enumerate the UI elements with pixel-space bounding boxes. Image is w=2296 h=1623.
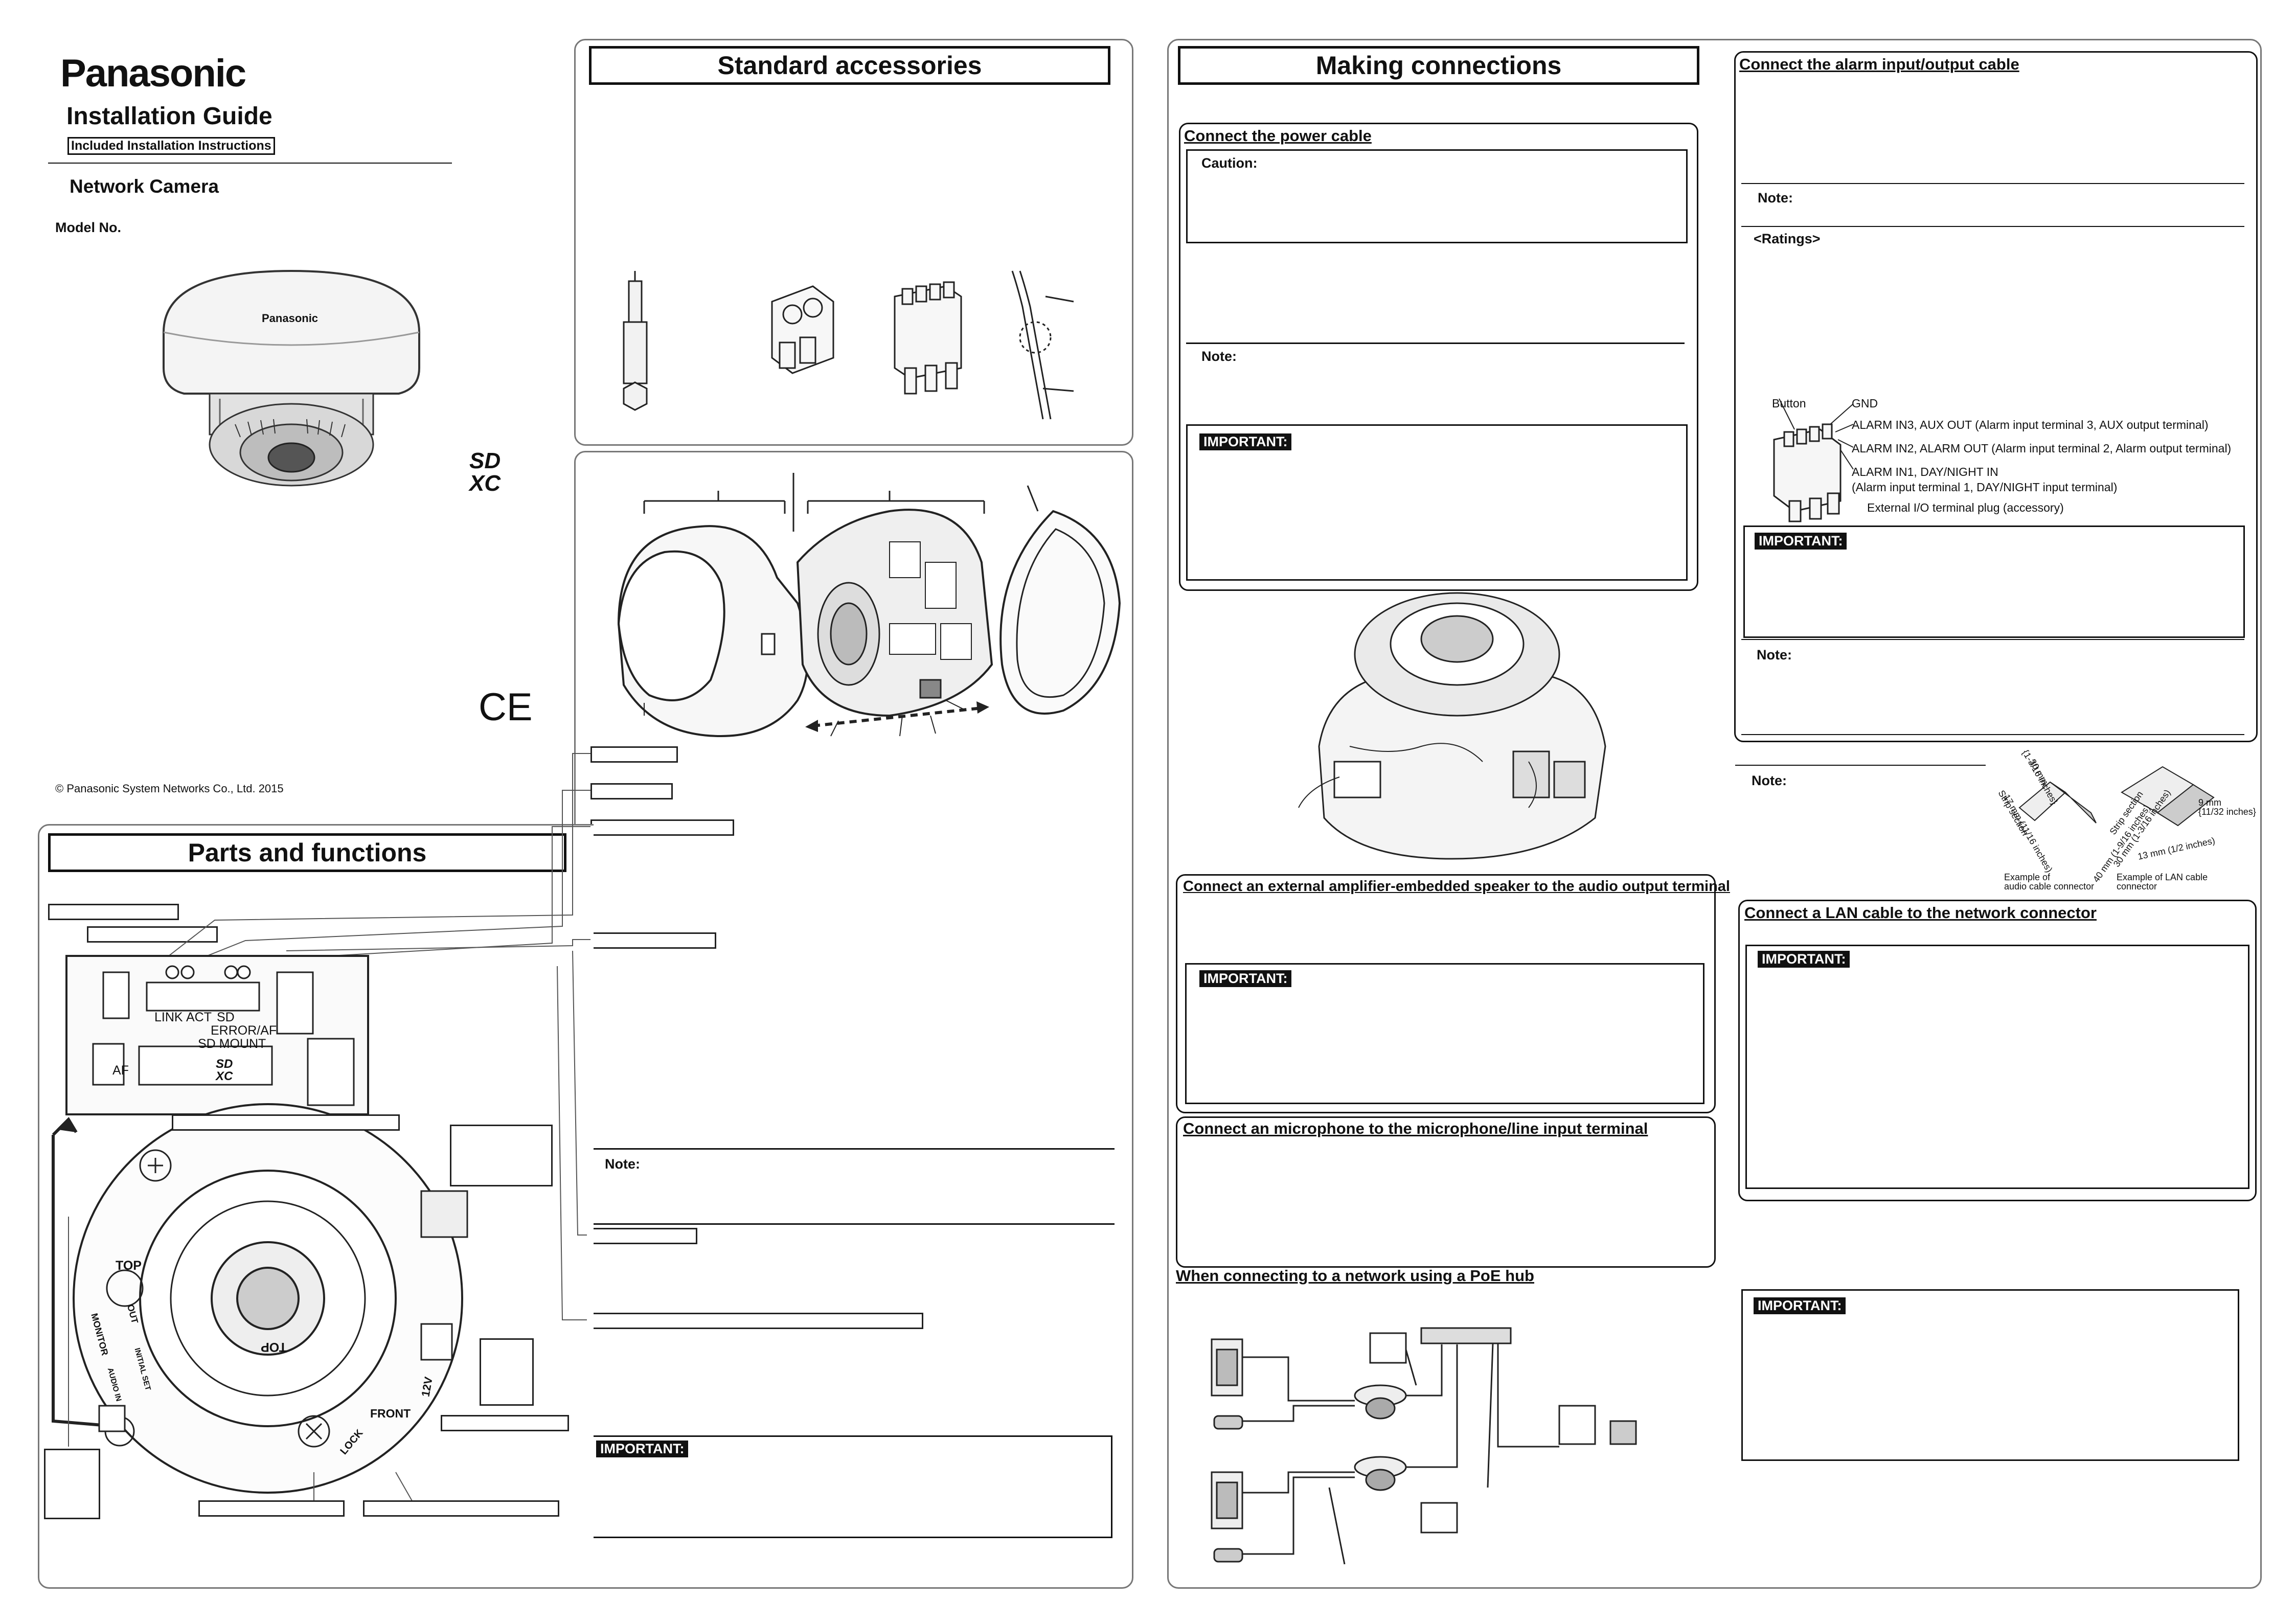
- parts-functions-title: Parts and functions: [48, 833, 566, 872]
- camera-logo: Panasonic: [262, 312, 319, 325]
- making-connections-title: Making connections: [1178, 46, 1699, 85]
- audio-example-1: Example of: [2004, 872, 2051, 882]
- callout-box-6: [587, 1313, 923, 1329]
- led-label-link: LINK: [154, 1010, 183, 1024]
- terminal-label-in1-desc: (Alarm input terminal 1, DAY/NIGHT input…: [1852, 481, 2118, 494]
- callout-box-3: [590, 819, 734, 836]
- sdxc-slot-logo: SD XC: [216, 1057, 233, 1083]
- alarm-important-badge: IMPORTANT:: [1755, 533, 1847, 550]
- lan-important-badge: IMPORTANT:: [1758, 951, 1850, 968]
- camera-exploded-view: [617, 473, 1121, 738]
- parts-important-badge: IMPORTANT:: [596, 1441, 689, 1457]
- standard-accessories-panel: [574, 39, 1133, 446]
- parts-note-top-rule: [593, 1148, 1115, 1150]
- lan-important-box: [1745, 945, 2249, 1189]
- alarm-terminal-plug: [1773, 398, 1854, 522]
- cover-panel: Panasonic Installation Guide Included In…: [0, 0, 573, 828]
- guide-title: Installation Guide: [66, 103, 272, 130]
- terminal-label-in1: ALARM IN1, DAY/NIGHT IN: [1852, 465, 1998, 478]
- cable-dimension-drawings: [2018, 766, 2215, 827]
- sd-slot-closeup: LINK ACT SD ERROR/AF SD MOUNT AF SD XC: [65, 955, 369, 1115]
- alarm-ratings-label: <Ratings>: [1754, 231, 1821, 246]
- power-caution-box: [1186, 149, 1688, 243]
- callout-box-4: [590, 932, 716, 949]
- lan-dim-d: 9 mm: [2198, 797, 2221, 808]
- callout-box-bottom-2: [363, 1500, 559, 1517]
- poe-title: When connecting to a network using a PoE…: [1176, 1267, 1534, 1285]
- accessories-illustration: [623, 270, 1074, 420]
- cover-divider: [48, 163, 452, 164]
- terminal-label-in2: ALARM IN2, ALARM OUT (Alarm input termin…: [1852, 442, 2232, 455]
- alarm-note2-rule: [1741, 639, 2244, 640]
- callout-box-left-3: [44, 1449, 100, 1519]
- power-cable-title: Connect the power cable: [1184, 127, 1372, 145]
- terminal-label-gnd: GND: [1852, 397, 1878, 410]
- copyright-text: © Panasonic System Networks Co., Ltd. 20…: [55, 782, 284, 795]
- dome-top-view: [52, 1103, 468, 1513]
- microphone-section: [1176, 1116, 1716, 1268]
- power-important-badge: IMPORTANT:: [1199, 433, 1292, 450]
- speaker-important-badge: IMPORTANT:: [1199, 970, 1292, 987]
- speaker-title: Connect an external amplifier-embedded s…: [1183, 878, 1730, 895]
- led-label-sd: SD: [217, 1010, 235, 1024]
- parts-note-bottom-rule: [593, 1223, 1115, 1225]
- guide-subtitle: Included Installation Instructions: [67, 137, 275, 155]
- product-name: Network Camera: [70, 176, 219, 197]
- microphone-title: Connect an microphone to the microphone/…: [1183, 1119, 1648, 1137]
- led-label-sd-mount: SD MOUNT: [198, 1037, 266, 1051]
- dome-label-front: FRONT: [370, 1407, 411, 1420]
- alarm-title: Connect the alarm input/output cable: [1739, 55, 2019, 73]
- terminal-label-in3: ALARM IN3, AUX OUT (Alarm input terminal…: [1852, 418, 2209, 431]
- callout-box-bottom-1: [198, 1500, 345, 1517]
- camera-illustration: [163, 269, 420, 487]
- af-button-label: AF: [112, 1063, 129, 1078]
- alarm-note2-label: Note:: [1757, 647, 1792, 662]
- dome-label-top: TOP: [116, 1259, 142, 1273]
- power-note-label: Note:: [1201, 349, 1237, 364]
- camera-connection-illustration: [1298, 592, 1606, 860]
- terminal-label-plug: External I/O terminal plug (accessory): [1867, 501, 2064, 514]
- dome-label-top-lens: TOP: [261, 1340, 287, 1354]
- power-important-box: [1186, 424, 1688, 581]
- callout-box-right-2: [480, 1338, 534, 1406]
- power-note-rule: [1186, 342, 1685, 344]
- cable-note-label: Note:: [1752, 773, 1787, 788]
- standard-accessories-title: Standard accessories: [589, 46, 1110, 85]
- alarm-ratings-rule: [1741, 226, 2244, 227]
- audio-example-2: audio cable connector: [2004, 881, 2095, 891]
- poe-network-diagram: [1211, 1327, 1637, 1565]
- ce-mark: CE: [479, 685, 533, 729]
- model-label: Model No.: [55, 220, 121, 235]
- callout-box-left-1: [48, 904, 179, 920]
- lan-title: Connect a LAN cable to the network conne…: [1744, 904, 2097, 922]
- parts-note-label: Note:: [605, 1156, 640, 1172]
- lan-dim-d-in: {11/32 inches}: [2198, 807, 2256, 817]
- callout-box-right-3: [441, 1415, 569, 1431]
- sd-slot-drawing: [92, 965, 355, 1106]
- alarm-note2-bottom-rule: [1741, 734, 2244, 735]
- lan-example-2: connector: [2117, 881, 2157, 891]
- bottom-important-box: [1741, 1289, 2239, 1461]
- terminal-label-button: Button: [1772, 397, 1806, 410]
- callout-box-1: [590, 746, 678, 763]
- led-label-error-af: ERROR/AF: [211, 1023, 277, 1038]
- sdxc-logo: SD XC: [469, 448, 501, 496]
- callout-box-dome-top: [172, 1114, 400, 1131]
- callout-box-5: [587, 1228, 697, 1244]
- alarm-note1-rule: [1741, 183, 2244, 184]
- callout-box-right-1: [450, 1125, 553, 1186]
- brand-logo: Panasonic: [60, 52, 246, 95]
- lan-example-1: Example of LAN cable: [2117, 872, 2208, 882]
- bottom-important-badge: IMPORTANT:: [1754, 1297, 1846, 1314]
- led-label-act: ACT: [186, 1010, 212, 1024]
- alarm-note1-label: Note:: [1758, 190, 1793, 205]
- cable-note-rule: [1735, 765, 1986, 766]
- callout-box-2: [590, 783, 673, 799]
- power-caution-label: Caution:: [1201, 155, 1258, 171]
